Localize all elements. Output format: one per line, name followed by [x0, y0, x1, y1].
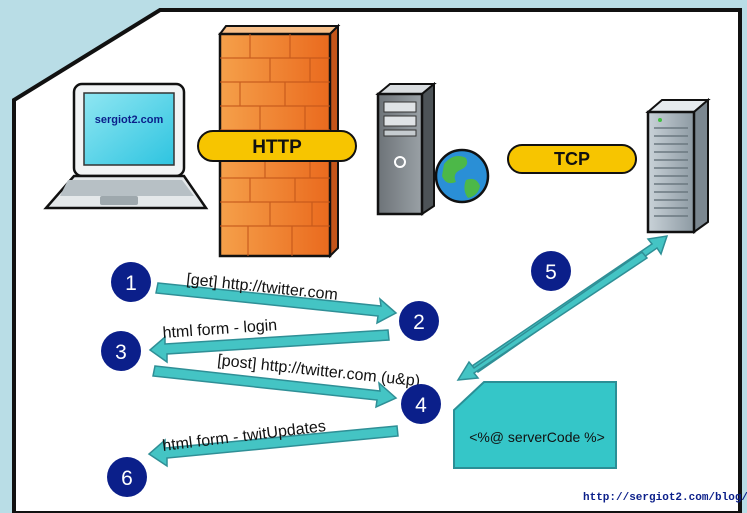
arrow-server-to-4	[456, 250, 649, 381]
arrow-4-to-6	[147, 425, 399, 468]
tcp-label: TCP	[554, 149, 590, 169]
step-1-circle: 1	[111, 262, 151, 302]
arrow-3-to-4	[152, 365, 398, 409]
arrow-1-to-2	[155, 282, 398, 325]
server-code-note: <%@ serverCode %>	[453, 381, 617, 469]
step-6-circle: 6	[107, 457, 147, 497]
arrow-2-to-3	[148, 329, 390, 364]
http-protocol-badge: HTTP	[197, 130, 357, 162]
step-1-number: 1	[125, 272, 137, 295]
http-label: HTTP	[252, 137, 302, 158]
globe-icon	[434, 148, 490, 204]
step-4-number: 4	[415, 394, 427, 417]
footer-url: http://sergiot2.com/blog/	[583, 492, 747, 504]
tcp-protocol-badge: TCP	[507, 144, 637, 174]
laptop-screen-text: sergiot2.com	[95, 114, 164, 126]
step-2-circle: 2	[399, 301, 439, 341]
web-server-icon	[375, 81, 437, 216]
step-3-circle: 3	[101, 331, 141, 371]
server-code-text: <%@ serverCode %>	[469, 429, 605, 445]
step-5-circle: 5	[531, 251, 571, 291]
step-3-number: 3	[115, 341, 127, 364]
step-5-number: 5	[545, 261, 557, 284]
step-6-number: 6	[121, 467, 133, 490]
laptop-icon: sergiot2.com	[43, 82, 209, 210]
database-server-icon	[645, 97, 711, 234]
step-4-circle: 4	[401, 384, 441, 424]
step-2-number: 2	[413, 311, 425, 334]
